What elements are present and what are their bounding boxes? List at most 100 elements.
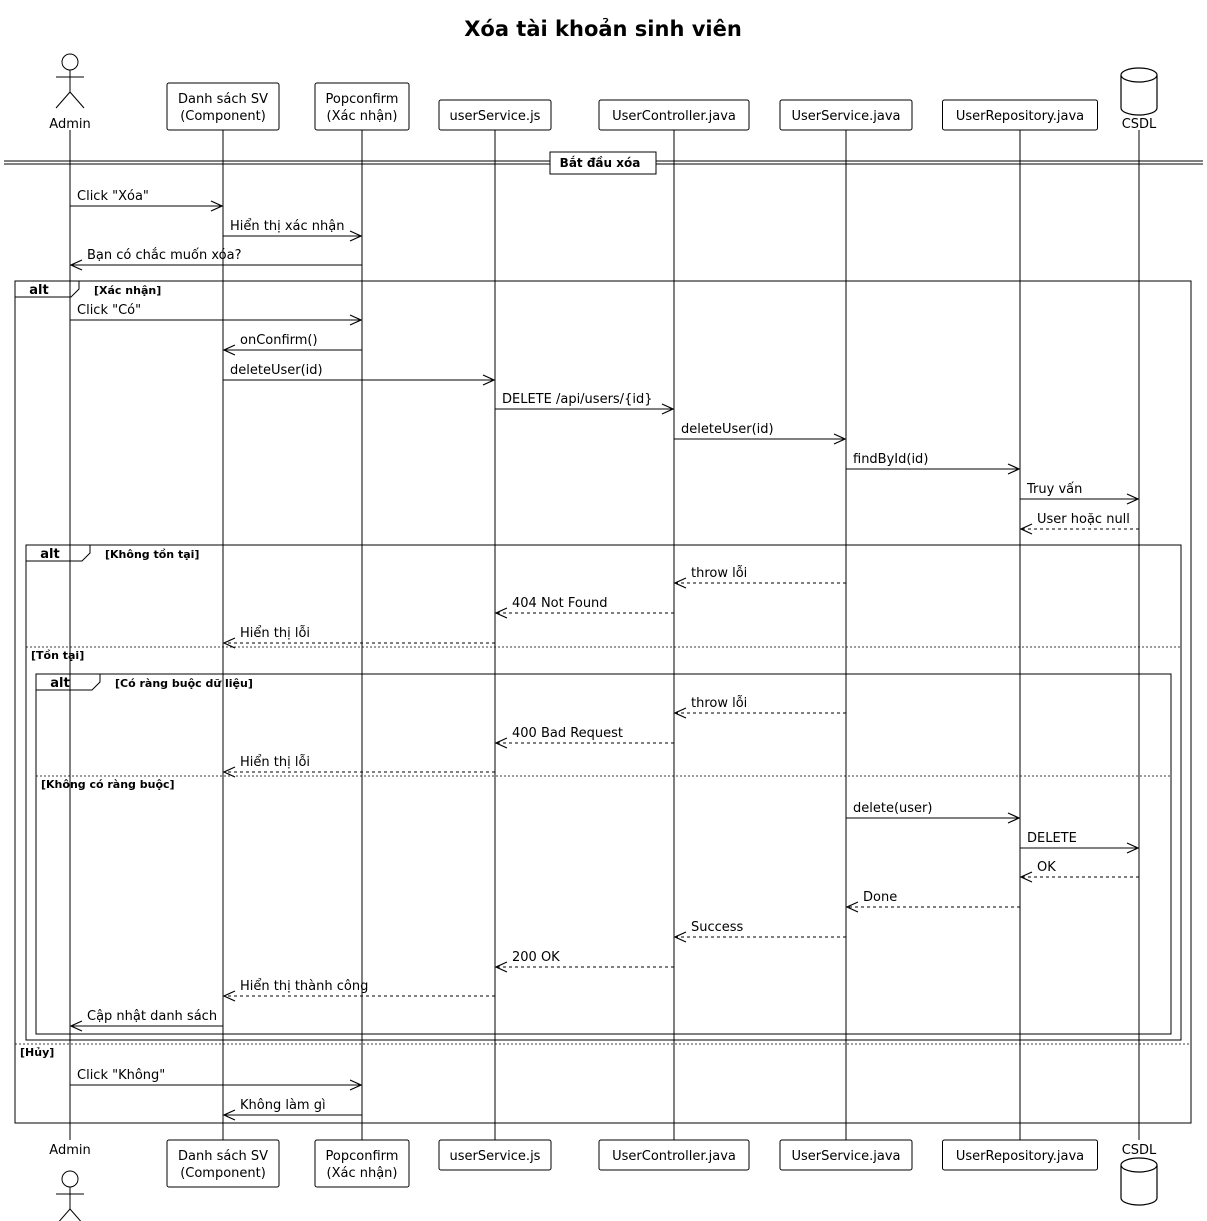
participant-label: Danh sách SV [178,92,268,107]
fragment-guard: [Không tồn tại] [105,548,199,561]
message-label: Không làm gì [240,1098,326,1113]
participant-box [314,1139,410,1188]
participant-box [598,1139,750,1171]
message-label: Click "Có" [77,303,141,318]
message-label: DELETE /api/users/{id} [502,392,652,407]
fragment-else-guard: [Không có ràng buộc] [41,778,175,791]
participant-label: Admin [49,117,90,132]
message-label: deleteUser(id) [230,363,323,378]
message-label: delete(user) [853,801,932,816]
fragments: alt [Xác nhận] [Hủy] alt [Không tồn tại] [Tồn… [14,280,1192,1124]
message: onConfirm() [222,333,362,356]
participant-label: (Component) [180,109,266,124]
message: DELETE /api/users/{id} [495,392,675,415]
message: throw lỗi [673,566,846,589]
message-label: 404 Not Found [512,596,608,611]
message-label: Hiển thị thành công [240,979,368,994]
section-divider: Bắt đầu xóa [4,151,1203,175]
participant-box [598,99,750,131]
participant-label: userService.js [450,109,541,124]
message: User hoặc null [1019,512,1139,535]
message-label: DELETE [1027,831,1077,846]
lifelines [69,130,1140,1140]
alt-fragment: alt [Có ràng buộc dữ liệu] [Không có ràng … [35,673,1172,1035]
database-icon [1120,67,1158,116]
fragment-operator: alt [50,676,69,691]
message: Không làm gì [222,1098,362,1121]
message: 404 Not Found [494,596,674,619]
divider-label: Bắt đầu xóa [560,156,641,170]
message: Truy vấn [1020,482,1140,505]
message-label: throw lỗi [691,566,747,581]
participant-label: Admin [49,1143,90,1158]
message: Bạn có chắc muốn xóa? [69,248,362,271]
message-label: Hiển thị lỗi [240,755,310,770]
message-label: Done [863,890,897,905]
message-label: Click "Xóa" [77,189,149,204]
alt-fragment: alt [Không tồn tại] [Tồn tại] [25,544,1182,1041]
message-label: Bạn có chắc muốn xóa? [87,248,241,263]
participant-label: CSDL [1122,1143,1157,1158]
message-label: Hiển thị lỗi [240,626,310,641]
participant-box [779,99,913,131]
participant-label: UserService.java [791,109,900,124]
participant-box [438,1139,552,1171]
message: 400 Bad Request [494,726,674,749]
message: Click "Có" [70,303,363,326]
message-label: findById(id) [853,452,928,467]
fragment-guard: [Có ràng buộc dữ liệu] [115,677,253,690]
message: Hiển thị lỗi [222,755,495,778]
message: throw lỗi [673,696,846,719]
message: Success [673,920,846,943]
diagram-title: Xóa tài khoản sinh viên [464,17,742,41]
message: Click "Không" [70,1068,363,1091]
participant-label: (Component) [180,1166,266,1181]
participant-label: UserRepository.java [956,109,1084,124]
participant-label: UserController.java [612,109,736,124]
fragment-else-guard: [Hủy] [20,1046,54,1059]
participant-label: UserService.java [791,1149,900,1164]
message-label: Hiển thị xác nhận [230,219,344,234]
participant-label: Popconfirm [326,92,399,107]
fragment-operator: alt [29,283,48,298]
message-label: User hoặc null [1037,512,1130,527]
message-label: throw lỗi [691,696,747,711]
actor-icon [55,53,85,109]
message-label: Truy vấn [1026,482,1082,497]
participant-label: UserController.java [612,1149,736,1164]
participant-label: Popconfirm [326,1149,399,1164]
participant-box [942,99,1098,131]
actor-icon [56,1170,84,1221]
message: Cập nhật danh sách [69,1009,223,1032]
participant-box [314,82,410,131]
message-label: 200 OK [512,950,560,965]
message: deleteUser(id) [674,422,847,445]
message: Done [845,890,1020,913]
participant-box [166,82,280,131]
participant-box [438,99,552,131]
participant-label: CSDL [1122,117,1157,132]
fragment-guard: [Xác nhận] [94,284,161,297]
participant-box [166,1139,280,1188]
message-label: Success [691,920,744,935]
alt-fragment: alt [Xác nhận] [Hủy] [14,280,1192,1124]
fragment-operator: alt [40,547,59,562]
message: Hiển thị thành công [222,979,495,1002]
message-label: OK [1037,860,1056,875]
message: delete(user) [846,801,1021,824]
message: OK [1019,860,1139,883]
message-label: onConfirm() [240,333,318,348]
participant-label: Danh sách SV [178,1149,268,1164]
message: Click "Xóa" [70,189,224,212]
message: 200 OK [494,950,674,973]
message: findById(id) [846,452,1021,475]
participant-label: UserRepository.java [956,1149,1084,1164]
message: Hiển thị xác nhận [223,219,363,242]
participant-label: userService.js [450,1149,541,1164]
message-label: Cập nhật danh sách [87,1009,217,1024]
message-label: Click "Không" [77,1068,165,1083]
message: Hiển thị lỗi [222,626,495,649]
fragment-else-guard: [Tồn tại] [31,649,84,662]
